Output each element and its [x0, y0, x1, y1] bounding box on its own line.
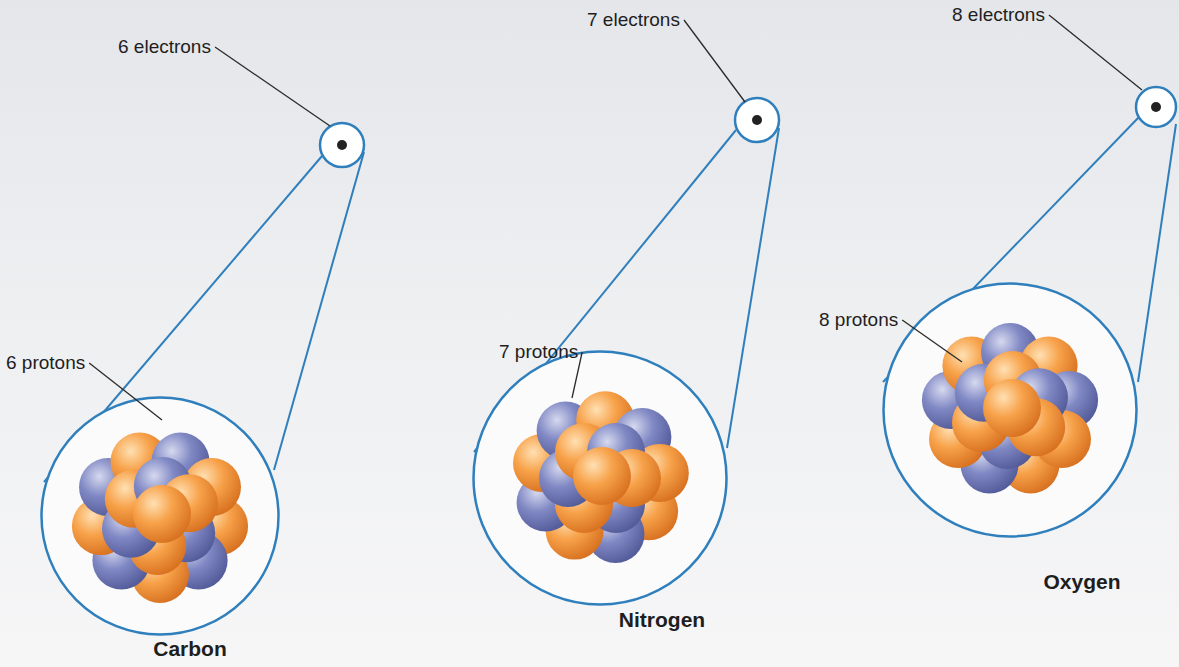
nucleus-illustration — [472, 350, 728, 606]
callout-label: 7 protons — [499, 341, 578, 363]
nucleus-illustration — [40, 396, 280, 636]
atom-outline — [474, 352, 727, 605]
proton-sphere — [983, 379, 1041, 437]
electron-symbol — [1136, 87, 1176, 127]
atom-outline — [42, 398, 279, 635]
atom-circle: Oxygen — [882, 282, 1138, 538]
proton-sphere — [133, 485, 191, 543]
element-name: Nitrogen — [619, 608, 705, 632]
callout-label: 6 electrons — [118, 36, 211, 58]
electron-symbol — [735, 98, 779, 142]
nucleus-illustration — [882, 282, 1138, 538]
proton-sphere — [573, 447, 631, 505]
leader-line — [902, 320, 962, 362]
element-name: Oxygen — [1043, 570, 1120, 594]
callout-label: 7 electrons — [587, 9, 680, 31]
atom-circle: Nitrogen — [472, 350, 728, 606]
callout-label: 6 protons — [6, 352, 85, 374]
callout-label: 8 protons — [819, 309, 898, 331]
element-name: Carbon — [153, 637, 227, 661]
atom-outline — [884, 284, 1137, 537]
leader-line — [1049, 15, 1142, 90]
callout-label: 8 electrons — [952, 4, 1045, 26]
leader-line — [215, 47, 330, 126]
atom-circle: Carbon — [40, 396, 280, 636]
leader-line — [684, 20, 745, 102]
electron-symbol — [320, 123, 364, 167]
leader-line — [89, 363, 162, 420]
